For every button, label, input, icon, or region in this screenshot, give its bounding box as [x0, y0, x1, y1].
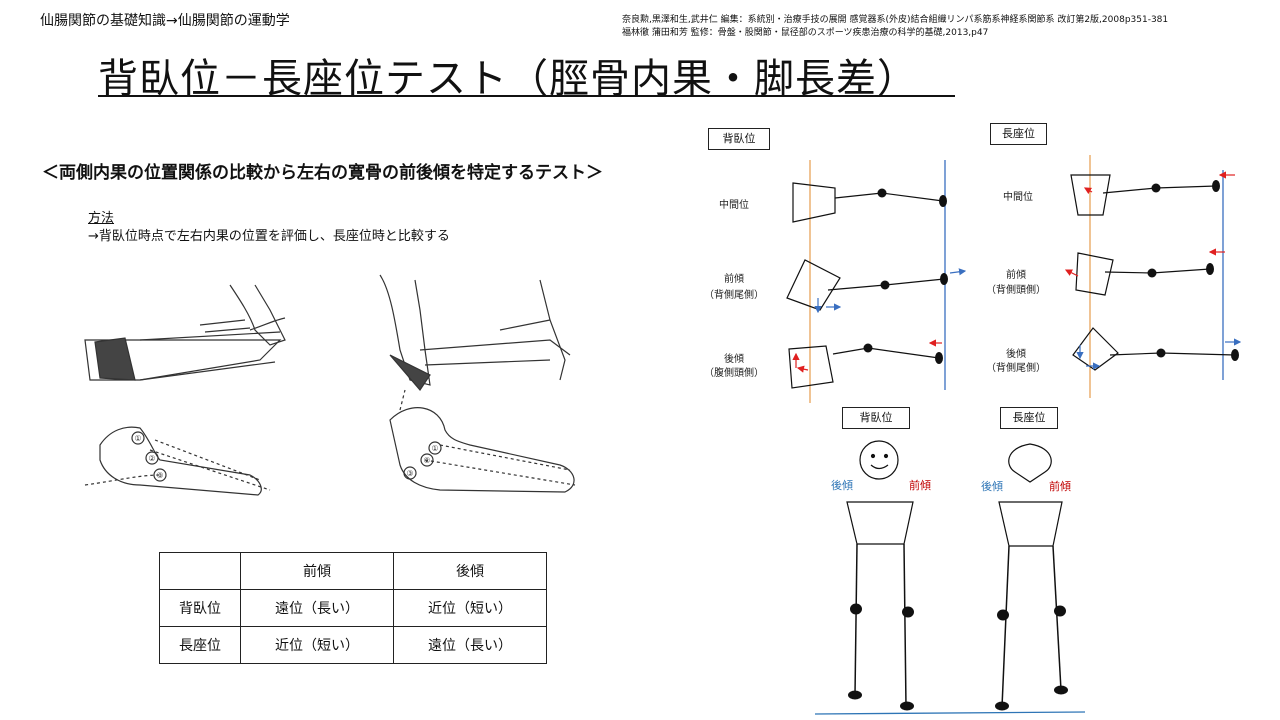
figure-post-label-2: 後傾 [981, 479, 1003, 493]
marker-1: ① [134, 434, 141, 443]
knee-joint [880, 280, 890, 290]
page-title: 背臥位－長座位テスト（脛骨内果・脚長差） [98, 56, 918, 102]
table-cell: 近位（短い） [240, 626, 394, 664]
supine-pelvis-neutral [792, 182, 944, 223]
knee-joint [877, 188, 887, 198]
ankle-joint [900, 701, 914, 711]
table-row: 長座位 近位（短い） 遠位（長い） [159, 626, 547, 664]
tilt-diagram: 中間位 前傾 （背側尾側） 後傾 （腹側頭側） 中間位 前傾 （背側頭側） 後傾… [704, 155, 1242, 403]
marker-2-longsit: ② [423, 456, 430, 465]
knee-joint [863, 343, 873, 353]
references: 奈良勲,黒澤和生,武井仁 編集：系統別・治療手技の展開 感覚器系(外皮)結合組織… [622, 14, 1168, 40]
arrow-red [796, 365, 809, 373]
table-row-label: 背臥位 [159, 589, 241, 627]
face-icon [859, 440, 899, 480]
figure-label-supine: 背臥位 [842, 407, 910, 429]
row-label-ant-longsit-note: （背側頭側） [986, 283, 1046, 296]
pelvis-illustration-longsit [389, 389, 576, 493]
table-row: 背臥位 遠位（長い） 近位（短い） [159, 589, 547, 627]
row-label-post: 後傾 [724, 352, 744, 365]
malleolus [1212, 180, 1220, 192]
knee-joint [1151, 183, 1161, 193]
figure-post-label: 後傾 [831, 478, 853, 492]
table-cell: 遠位（長い） [240, 589, 394, 627]
knee-joint [1147, 268, 1157, 278]
marker-1-longsit: ① [431, 444, 438, 453]
head-icon [1008, 443, 1052, 483]
row-label-neutral: 中間位 [719, 198, 749, 211]
row-label-post-longsit-note: （背側尾側） [986, 361, 1046, 374]
result-table: 前傾 後傾 背臥位 遠位（長い） 近位（短い） 長座位 近位（短い） 遠位（長い… [159, 552, 547, 664]
breadcrumb: 仙腸関節の基礎知識→仙腸関節の運動学 [40, 13, 290, 29]
method-heading: 方法 [88, 211, 115, 226]
ankle-joint [995, 701, 1009, 711]
malleolus [1231, 349, 1239, 361]
standing-figure: 後傾 前傾 後傾 前傾 [814, 440, 1086, 715]
knee-joint [1054, 605, 1066, 617]
title-underline [98, 95, 955, 97]
marker-2: ② [148, 454, 155, 463]
supine-pelvis-post [788, 345, 940, 389]
reference-1: 奈良勲,黒澤和生,武井仁 編集：系統別・治療手技の展開 感覚器系(外皮)結合組織… [622, 15, 1169, 25]
ankle-joint [848, 690, 862, 700]
reference-2: 福林徹 蒲田和芳 監修：骨盤・股関節・鼠径部のスポーツ疾患治療の科学的基礎,20… [622, 28, 989, 38]
figure-label-longsit: 長座位 [1000, 407, 1058, 429]
row-label-post-note: （腹側頭側） [704, 366, 764, 379]
knee-joint [1156, 348, 1166, 358]
arrow-red [1083, 187, 1093, 195]
arrow-blue [949, 268, 967, 276]
arrow-red [1064, 269, 1079, 277]
ankle-joint [1054, 685, 1068, 695]
row-label-ant: 前傾 [724, 272, 744, 285]
diagram-label-supine: 背臥位 [708, 128, 770, 150]
table-header-post: 後傾 [393, 552, 547, 590]
table-cell: 遠位（長い） [393, 626, 547, 664]
marker-3: ③ [156, 471, 163, 480]
marker-3-longsit: ③ [406, 469, 413, 478]
knee-joint [902, 606, 914, 618]
method-text: →背臥位時点で左右内果の位置を評価し、長座位時と比較する [88, 229, 450, 244]
pelvis-illustration-supine [84, 426, 271, 496]
knee-joint [850, 603, 862, 615]
longsit-pelvis-neutral [1070, 174, 1217, 216]
pelvis-supine [846, 501, 914, 545]
figure-ant-label: 前傾 [909, 478, 931, 492]
row-label-neutral-longsit: 中間位 [1003, 190, 1033, 203]
longsit-pelvis-post [1072, 327, 1236, 371]
longsit-pelvis-ant [1075, 252, 1211, 296]
table-cell [159, 552, 241, 590]
table-row-label: 長座位 [159, 626, 241, 664]
knee-joint [997, 609, 1009, 621]
figure-ant-label-2: 前傾 [1049, 479, 1071, 493]
test-illustrations: ① ② ③ ① ② ③ [84, 274, 576, 496]
malleolus [1206, 263, 1214, 275]
row-label-ant-note: （背側尾側） [704, 288, 764, 301]
table-header-row: 前傾 後傾 [159, 552, 547, 590]
table-cell: 近位（短い） [393, 589, 547, 627]
legs [854, 543, 1062, 708]
diagram-label-longsit: 長座位 [990, 123, 1047, 145]
baseline [814, 711, 1086, 715]
supine-illustration [84, 284, 286, 381]
malleolus [939, 195, 947, 207]
longsit-illustration [379, 274, 571, 391]
pelvis-longsit [998, 501, 1063, 547]
row-label-ant-longsit: 前傾 [1006, 268, 1026, 281]
row-label-post-longsit: 後傾 [1006, 347, 1026, 360]
malleolus [935, 352, 943, 364]
malleolus [940, 273, 948, 285]
table-header-ant: 前傾 [240, 552, 394, 590]
subtitle: ＜両側内果の位置関係の比較から左右の寛骨の前後傾を特定するテスト＞ [42, 163, 603, 183]
